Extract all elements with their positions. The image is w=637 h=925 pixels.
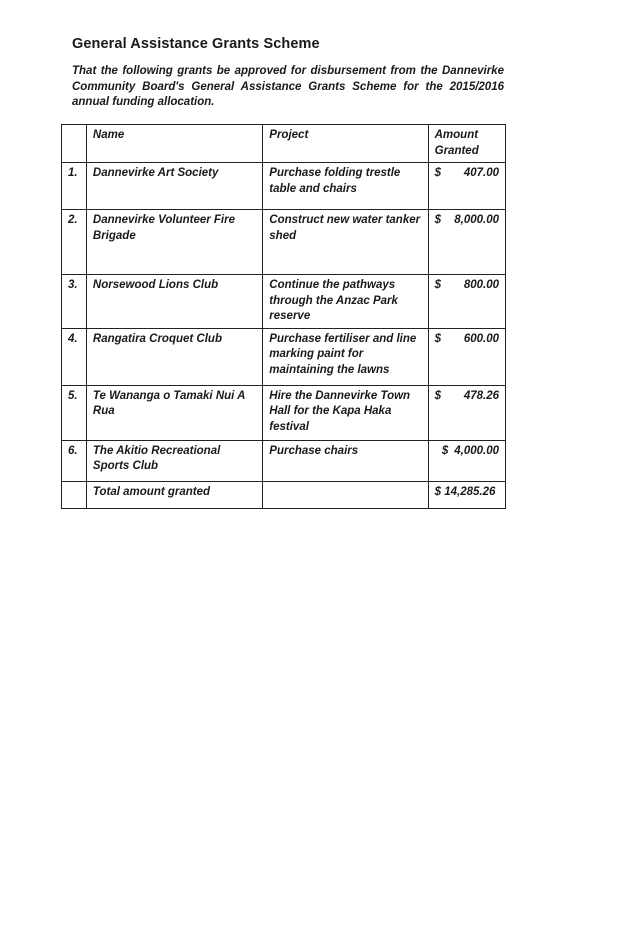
header-project: Project (262, 124, 429, 163)
row-project: Purchase fertiliser and line marking pai… (262, 327, 429, 386)
currency-symbol: $ (434, 279, 442, 291)
total-amount: $ 14,285.26 (427, 480, 507, 509)
row-amount: $600.00 (427, 327, 507, 386)
header-amount: Amount Granted (427, 124, 507, 163)
row-name: Dannevirke Volunteer Fire Brigade (85, 209, 264, 275)
header-name: Name (85, 124, 264, 163)
total-project-cell (262, 480, 429, 509)
page-title: General Assistance Grants Scheme (72, 36, 320, 52)
row-project: Hire the Dannevirke Town Hall for the Ka… (262, 384, 429, 441)
resolution-text: That the following grants be approved fo… (72, 65, 504, 108)
row-amount: $4,000.00 (427, 439, 507, 482)
row-name: Te Wananga o Tamaki Nui A Rua (85, 384, 264, 441)
amount-value: 600.00 (463, 332, 499, 345)
table-row: 6. The Akitio Recreational Sports Club P… (61, 439, 507, 482)
currency-symbol: $ (434, 167, 442, 179)
row-amount: $8,000.00 (427, 209, 507, 275)
amount-value: 8,000.00 (454, 214, 499, 226)
row-name: Rangatira Croquet Club (85, 327, 264, 386)
row-number: 6. (61, 439, 87, 482)
table-row: 5. Te Wananga o Tamaki Nui A Rua Hire th… (61, 384, 507, 441)
row-amount: $478.26 (427, 384, 507, 441)
row-project: Purchase chairs (262, 439, 429, 482)
row-number: 3. (61, 274, 87, 329)
row-number: 4. (61, 327, 87, 386)
total-row: Total amount granted $ 14,285.26 (61, 480, 507, 509)
amount-value: 478.26 (463, 389, 499, 402)
table-row: 1. Dannevirke Art Society Purchase foldi… (61, 162, 507, 210)
amount-value: 800.00 (463, 279, 499, 291)
row-project: Continue the pathways through the Anzac … (262, 274, 429, 329)
row-project: Construct new water tanker shed (262, 209, 429, 275)
table-header-row: Name Project Amount Granted (61, 124, 507, 163)
amount-value: 407.00 (463, 167, 499, 179)
total-label: Total amount granted (85, 480, 264, 509)
row-name: Norsewood Lions Club (85, 274, 264, 329)
currency-symbol: $ (441, 444, 449, 457)
currency-symbol: $ (434, 214, 442, 226)
row-name: Dannevirke Art Society (85, 162, 264, 210)
row-number: 2. (61, 209, 87, 275)
grants-table: Name Project Amount Granted 1. Dannevirk… (61, 124, 507, 509)
table-row: 2. Dannevirke Volunteer Fire Brigade Con… (61, 209, 507, 275)
row-number: 1. (61, 162, 87, 210)
header-number (61, 124, 87, 163)
row-amount: $800.00 (427, 274, 507, 329)
currency-symbol: $ (434, 332, 442, 345)
row-name: The Akitio Recreational Sports Club (85, 439, 264, 482)
row-number: 5. (61, 384, 87, 441)
row-amount: $407.00 (427, 162, 507, 210)
table-row: 3. Norsewood Lions Club Continue the pat… (61, 274, 507, 329)
amount-value: 4,000.00 (454, 444, 499, 457)
row-project: Purchase folding trestle table and chair… (262, 162, 429, 210)
total-number-cell (61, 480, 87, 509)
table-row: 4. Rangatira Croquet Club Purchase ferti… (61, 327, 507, 386)
currency-symbol: $ (434, 389, 442, 402)
